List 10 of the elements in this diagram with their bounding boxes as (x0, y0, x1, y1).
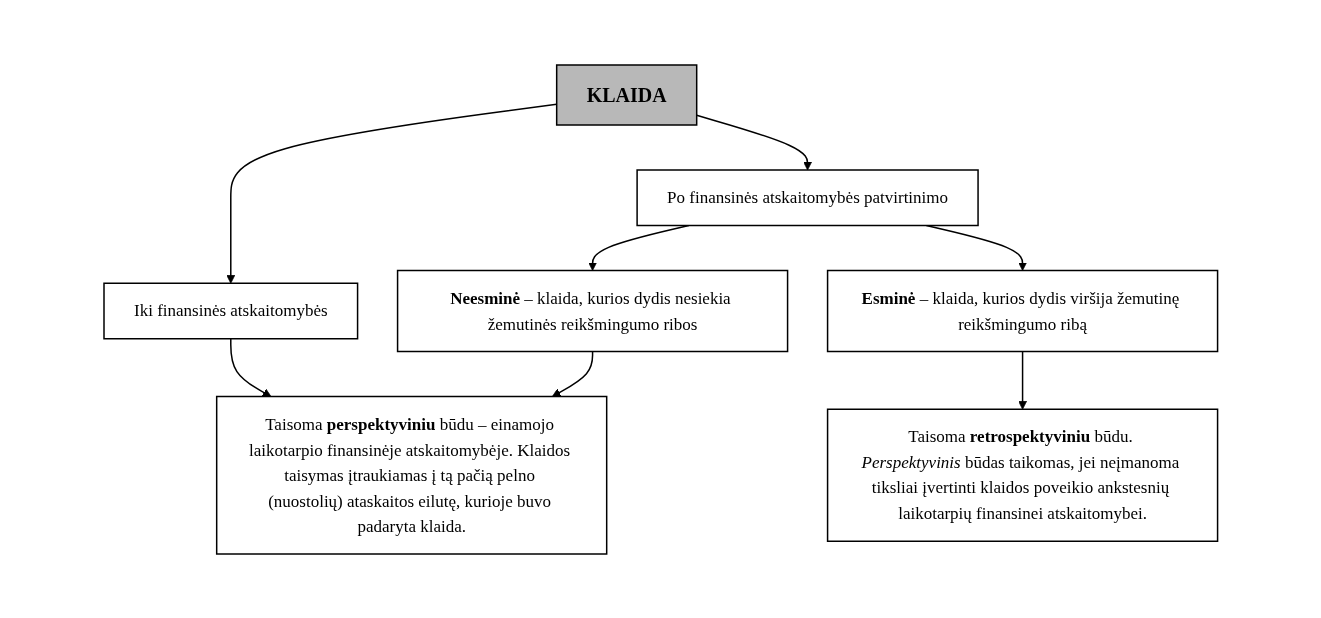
arrow (551, 350, 594, 397)
arrow (1017, 350, 1027, 410)
node-box: KLAIDA (555, 63, 698, 126)
node-box: Iki finansinės atskaitomybės (102, 282, 359, 339)
node-box: Taisoma retrospektyviniu būdu. Perspektyvinis būdas taikomas, jei neįmanoma tiksliai įvertinti klaidos poveikio ankstesnių laikotarpių finansinei atskaitomybei. (826, 408, 1219, 542)
node-box: Neesminė – klaida, kurios dydis nesiekia žemutinės reikšmingumo ribos (396, 269, 789, 352)
node-box: Esminė – klaida, kurios dydis viršija žemutinę reikšmingumo ribą (826, 269, 1219, 352)
node-box: Po finansinės atskaitomybės patvirtinimo (636, 168, 979, 226)
node-box: Taisoma perspektyviniu būdu – einamojo laikotarpio finansinėje atskaitomybėje. Klaidos taisymas įtraukiamas į tą pačią pelno (nuostolių) ataskaitos eilutę, kurioje buvo padaryta klaida. (215, 395, 608, 555)
arrow (229, 337, 272, 397)
